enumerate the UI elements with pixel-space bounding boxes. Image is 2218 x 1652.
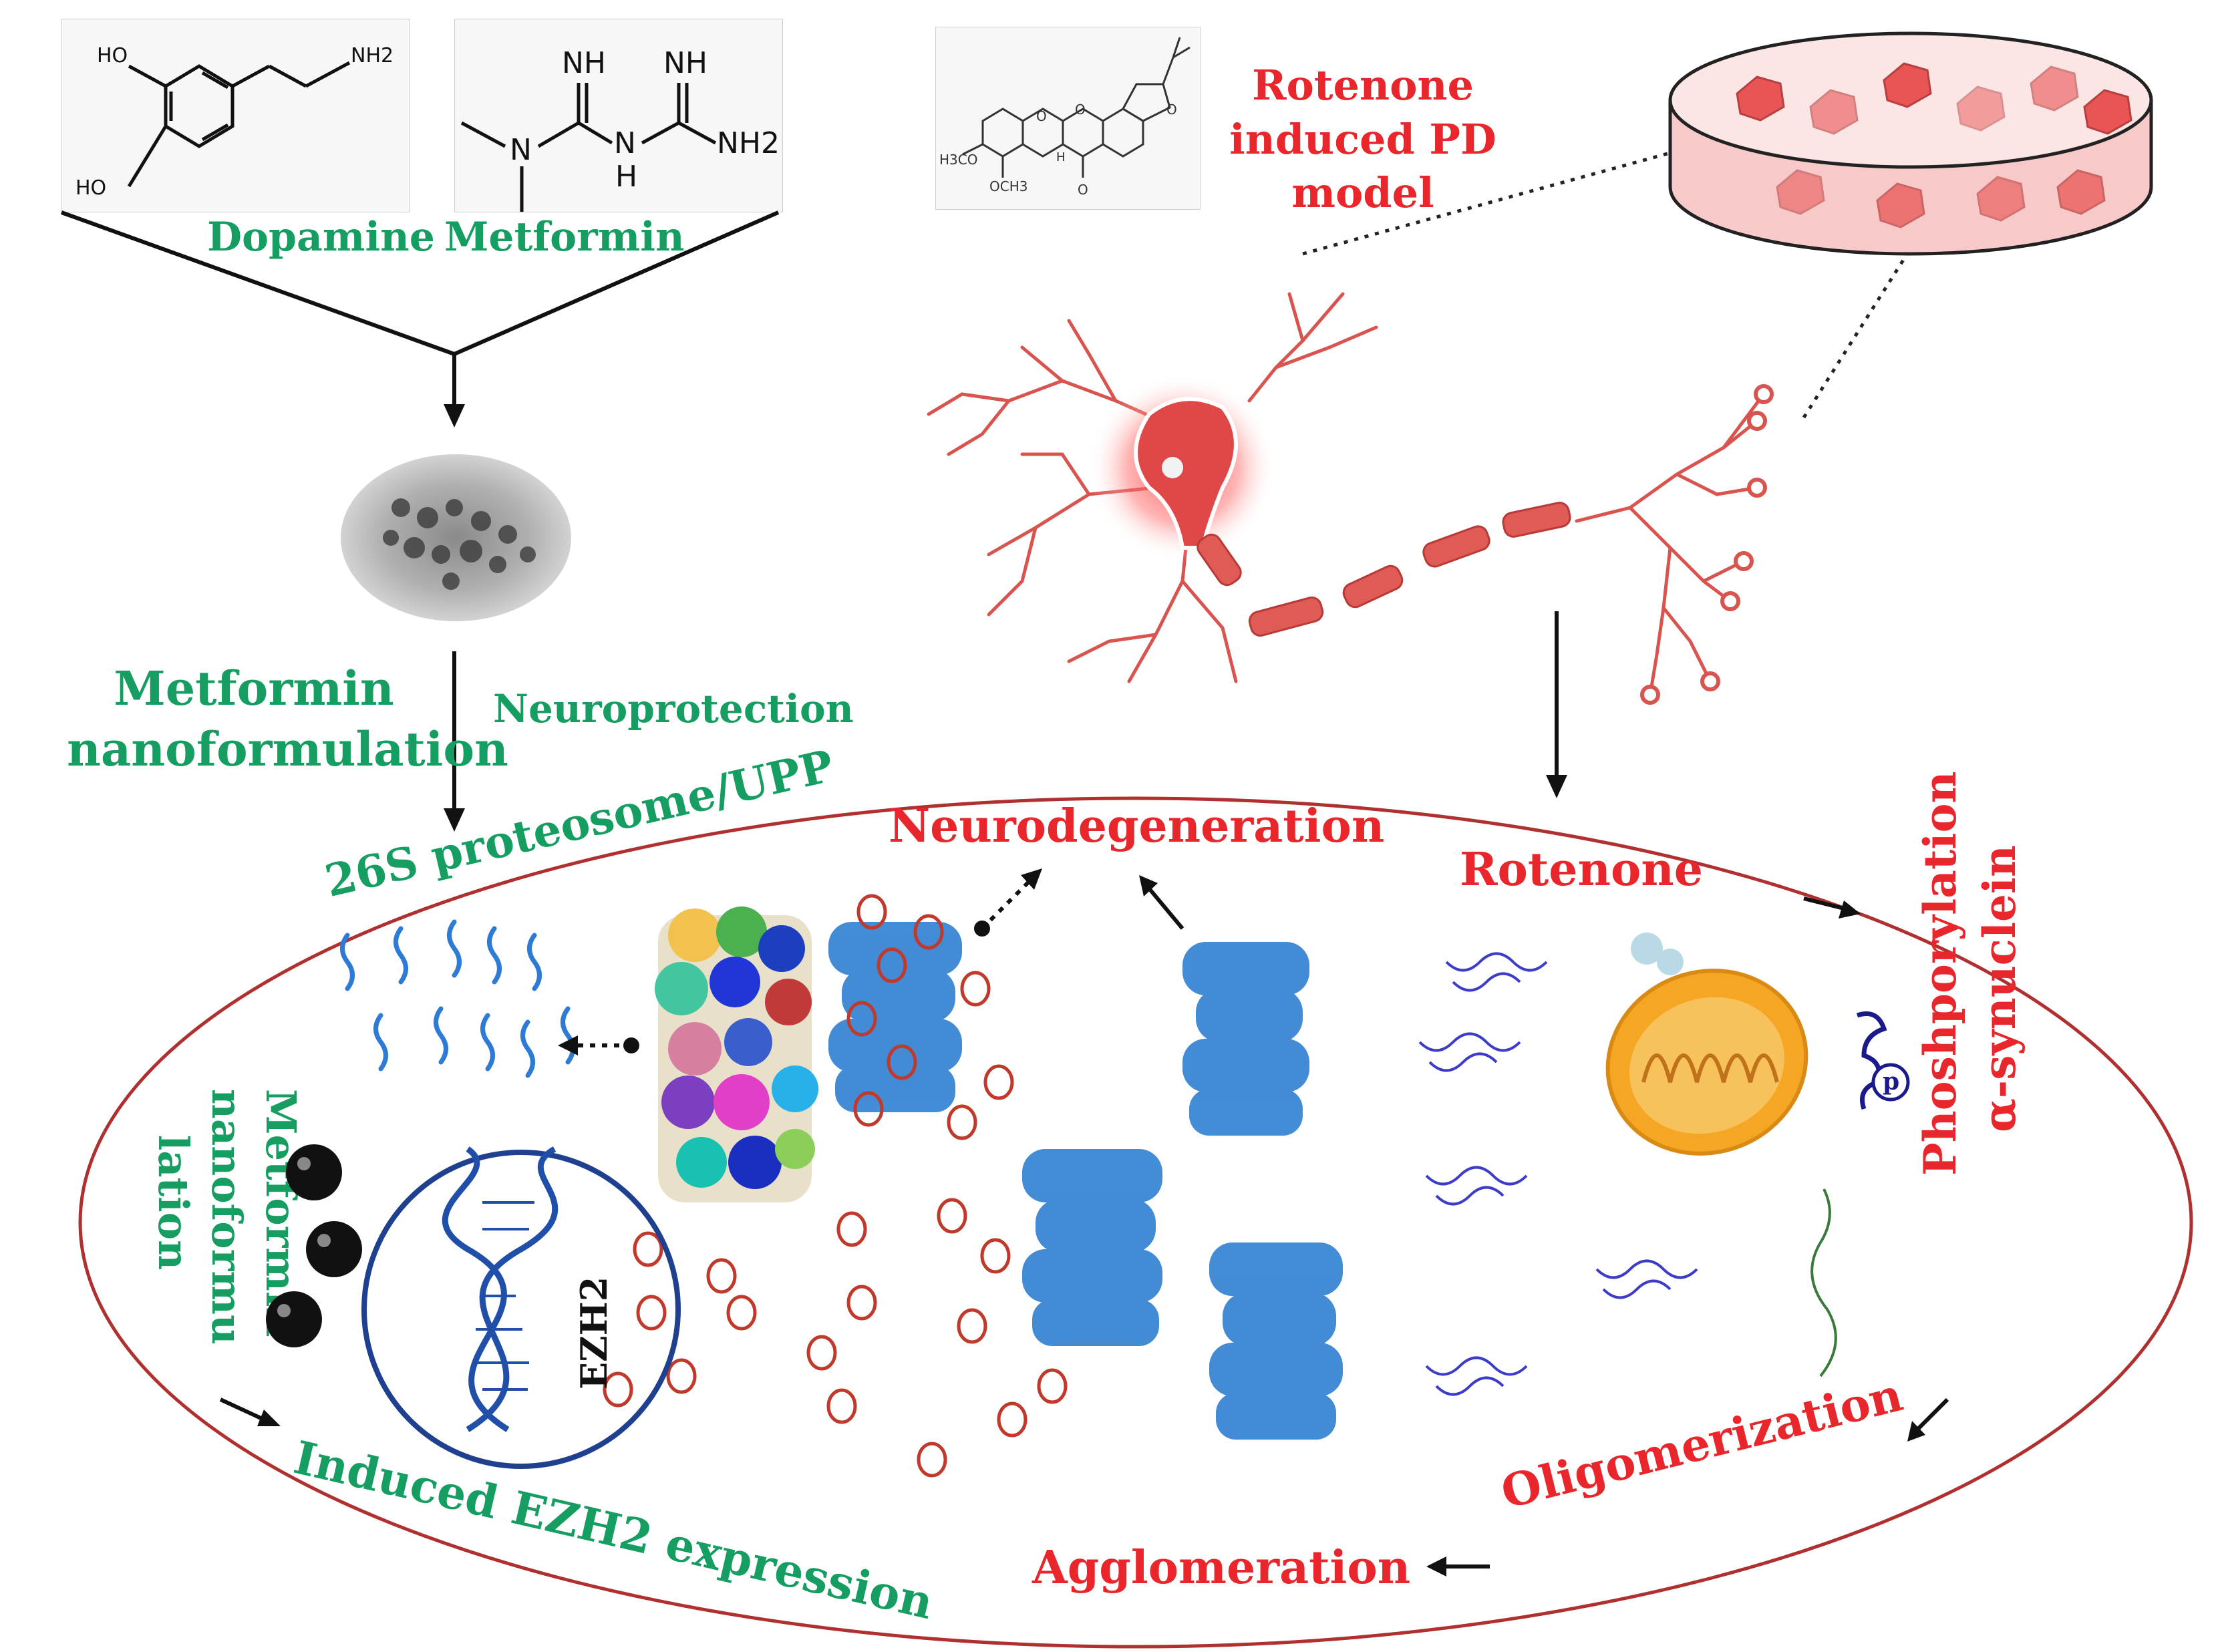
- funnel-arrowhead: [444, 404, 465, 428]
- metformin-nh2: NH2: [717, 126, 780, 160]
- metformin-structure-panel: NH NH N N H NH2: [454, 19, 783, 213]
- dopamine-nh2: NH2: [351, 44, 393, 67]
- rotenone-h3co: H3CO: [939, 152, 977, 168]
- dopamine-ho-bottom: HO: [75, 176, 106, 200]
- rotenone-o4: O: [1166, 102, 1177, 118]
- rotenone-och3: OCH3: [989, 178, 1027, 194]
- dna-rungs: [476, 1201, 534, 1391]
- metformin-h: H: [615, 160, 637, 194]
- aggregate-2: [1182, 942, 1309, 1136]
- rotenone-h: H: [1056, 150, 1066, 164]
- rotenone-o1: O: [1036, 108, 1047, 124]
- rotenone-model-label: Rotenone induced PD model: [1229, 61, 1496, 218]
- red-rings: [603, 894, 1068, 1478]
- protein-aggregates: [828, 922, 1343, 1440]
- dopamine-structure-panel: HO HO NH2: [61, 19, 410, 212]
- rotenone-label: Rotenone: [1460, 843, 1704, 896]
- nanoparticle-dots: [383, 498, 536, 590]
- neuroprotection-label: Neuroprotection: [493, 686, 854, 731]
- phospho-p-label: p: [1883, 1067, 1900, 1096]
- rotenone-o3: O: [1078, 182, 1088, 198]
- aggregate-4: [1209, 1243, 1343, 1440]
- neuron-arrowhead: [1546, 775, 1567, 798]
- metformin-structure: NH NH N N H NH2: [460, 46, 780, 213]
- rotenone-structure-panel: H3CO OCH3 O O O O H: [935, 27, 1201, 210]
- rotenone-structure: H3CO OCH3 O O O O H: [939, 37, 1191, 198]
- metformin-label: Metformin: [444, 214, 685, 261]
- metformin-nh-b: NH: [663, 46, 707, 80]
- dopamine-label: Dopamine: [207, 214, 435, 261]
- rotenone-o2: O: [1075, 102, 1086, 118]
- mitochondrion: [1605, 933, 1808, 1156]
- ubiquitin-squiggles: [340, 919, 575, 1078]
- metformin-nanoformulation-label: Metformin nanoformulation: [67, 661, 508, 777]
- nucleus-circle: [361, 1150, 681, 1469]
- phospho-synuclein: [1810, 1011, 1910, 1377]
- synuclein-clusters: [1418, 952, 1698, 1396]
- agglomeration-label: Agglomeration: [1032, 1541, 1411, 1595]
- nanoparticle-spheres: [266, 1144, 362, 1347]
- metformin-n-h: N: [614, 126, 636, 160]
- aggregate-1: [828, 922, 962, 1112]
- metformin-nh-a: NH: [562, 46, 606, 80]
- funnel-right-line: [453, 210, 780, 356]
- proteasome-structure: [655, 906, 818, 1202]
- metformin-n: N: [510, 133, 532, 167]
- aggregate-3: [1022, 1149, 1162, 1346]
- neuron-illustration: [927, 292, 1774, 705]
- ezh2-label: EZH2: [573, 1276, 615, 1389]
- nanoparticle-image: [341, 454, 571, 621]
- petri-dish: [1668, 31, 2153, 256]
- dna-helix: [442, 1146, 559, 1432]
- neuroprotection-arrowhead: [444, 808, 465, 832]
- dopamine-ho-top: HO: [97, 44, 128, 67]
- funnel-left-line: [60, 210, 456, 356]
- dopamine-structure: HO HO NH2: [75, 44, 393, 200]
- neurodegeneration-label: Neurodegeneration: [889, 800, 1385, 853]
